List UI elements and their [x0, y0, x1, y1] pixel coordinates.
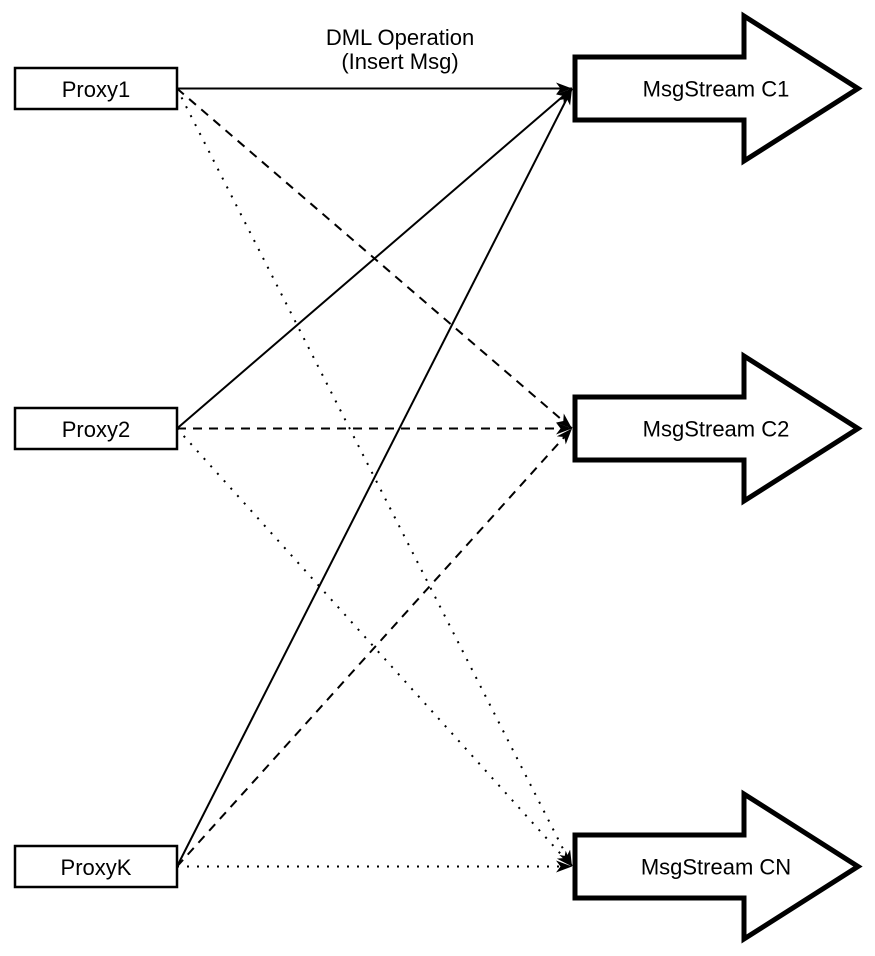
- proxy1-node: Proxy1: [13, 66, 179, 111]
- msgstream-c1-shape: [572, 11, 863, 166]
- proxyk-label: ProxyK: [61, 855, 132, 880]
- proxy1-box: [13, 66, 179, 111]
- msgstream-c2-label: MsgStream C2: [643, 417, 790, 442]
- edge-annotation: DML Operation (Insert Msg): [326, 25, 474, 74]
- msgstream-cn-shape: [572, 789, 863, 944]
- proxy2-box: [13, 406, 179, 451]
- msgstream-cn-label: MsgStream CN: [641, 855, 791, 880]
- edge-proxyk-c2: [176, 427, 573, 868]
- edge-proxyk-c1: [176, 88, 573, 867]
- edge-proxy2-cn: [176, 427, 573, 868]
- annotation-line1: DML Operation: [326, 25, 474, 50]
- edge-proxy2-c1: [176, 87, 573, 430]
- msgstream-c2-shape: [572, 351, 863, 506]
- proxy2-node: Proxy2: [13, 406, 179, 451]
- edges: [176, 82, 573, 873]
- stream-nodes: MsgStream C1 MsgStream C2 MsgStream CN: [572, 11, 863, 944]
- msgstream-c1-label: MsgStream C1: [643, 77, 790, 102]
- msgstream-c1-node: MsgStream C1: [572, 11, 863, 166]
- proxy2-label: Proxy2: [62, 417, 130, 442]
- annotation-line2: (Insert Msg): [341, 49, 458, 74]
- proxyk-box: [13, 844, 179, 889]
- proxyk-node: ProxyK: [13, 844, 179, 889]
- msgstream-c2-node: MsgStream C2: [572, 351, 863, 506]
- msgstream-cn-node: MsgStream CN: [572, 789, 863, 944]
- proxy-nodes: Proxy1 Proxy2 ProxyK: [13, 66, 179, 889]
- proxy1-label: Proxy1: [62, 77, 130, 102]
